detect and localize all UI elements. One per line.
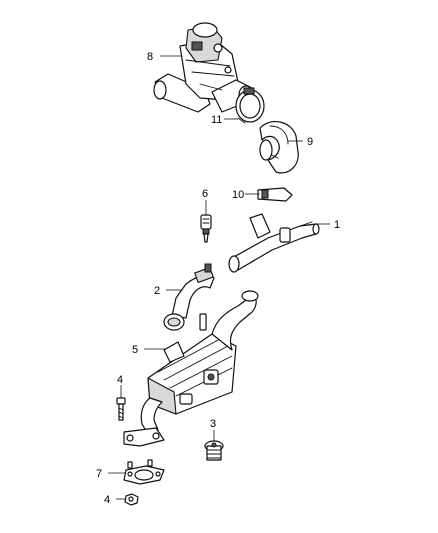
callout-2: 2 [154,285,160,297]
callout-4-upper: 4 [117,374,123,386]
callout-3: 3 [210,418,216,430]
part-4-nut-lower[interactable] [124,493,139,506]
callout-9: 9 [307,136,313,148]
callout-8: 8 [147,51,153,63]
callout-4-lower: 4 [104,494,110,506]
callout-7: 7 [96,468,102,480]
part-4-bolt-upper[interactable] [116,397,126,421]
part-5-egr-cooler[interactable] [123,290,259,447]
part-7-gasket[interactable] [123,459,165,485]
part-1-coolant-tube[interactable] [228,213,320,273]
part-10-fitting[interactable] [257,187,293,202]
part-2-hose[interactable] [163,263,215,331]
callout-1: 1 [334,219,340,231]
part-6-sensor[interactable] [200,214,212,243]
callout-6: 6 [202,188,208,200]
part-9-hose[interactable] [259,120,299,174]
callout-10: 10 [232,189,244,201]
callout-5: 5 [132,344,138,356]
callout-11: 11 [211,114,222,126]
part-3-plug[interactable] [204,440,224,461]
part-11-clamp[interactable] [235,87,265,124]
